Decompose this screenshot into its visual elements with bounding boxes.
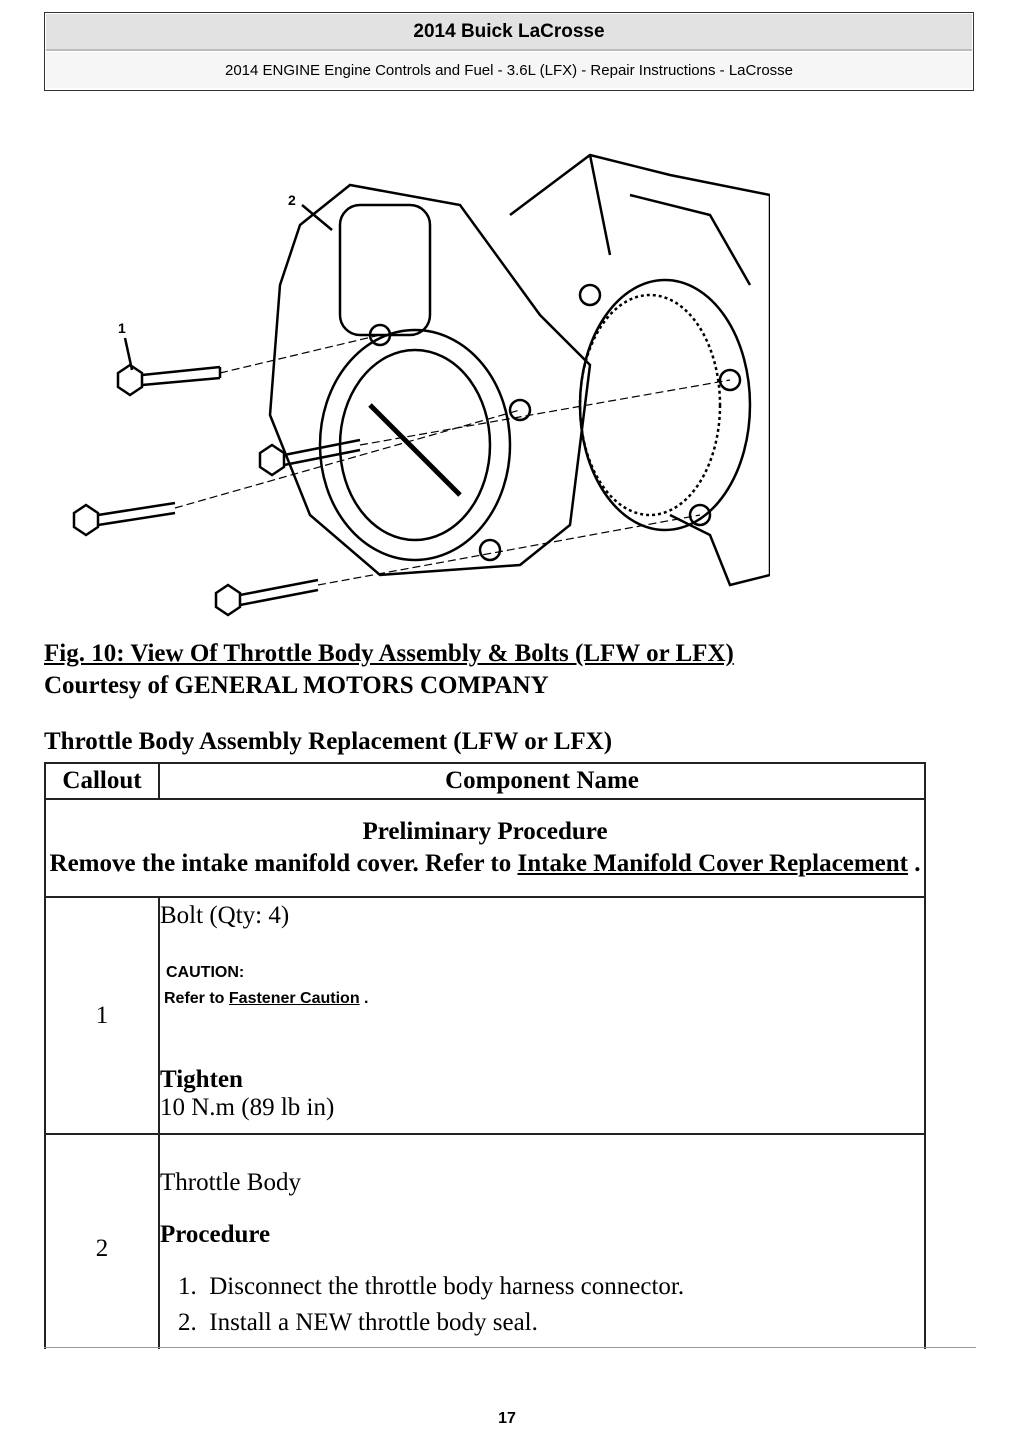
table-row: 1 Bolt (Qty: 4) CAUTION: Refer to Fasten… bbox=[44, 896, 926, 1135]
procedure-table: Callout Component Name Preliminary Proce… bbox=[44, 762, 926, 1365]
intake-manifold-link[interactable]: Intake Manifold Cover Replacement bbox=[517, 850, 908, 877]
component-cell: Bolt (Qty: 4) CAUTION: Refer to Fastener… bbox=[158, 896, 926, 1135]
callout-cell: 1 bbox=[44, 896, 160, 1135]
document-subtitle: 2014 ENGINE Engine Controls and Fuel - 3… bbox=[46, 51, 972, 88]
fastener-caution-link[interactable]: Fastener Caution bbox=[228, 990, 360, 1007]
callout-2-label: 2 bbox=[288, 192, 296, 208]
figure-courtesy: Courtesy of GENERAL MOTORS COMPANY bbox=[44, 672, 549, 699]
throttle-body-diagram: 2 1 bbox=[72, 153, 770, 617]
bolt-icon bbox=[116, 363, 222, 397]
torque-value: 10 N.m (89 lb in) bbox=[160, 1094, 335, 1121]
component-name: Throttle Body bbox=[160, 1169, 301, 1196]
callout-1-label: 1 bbox=[118, 320, 126, 336]
page-cut-line bbox=[44, 1347, 976, 1348]
tighten-label: Tighten bbox=[160, 1066, 243, 1093]
step-1: Disconnect the throttle body harness con… bbox=[209, 1273, 685, 1300]
table-row: 2 Throttle Body Procedure 1. Disconnect … bbox=[44, 1133, 926, 1365]
component-name: Bolt (Qty: 4) bbox=[160, 902, 290, 929]
document-header: 2014 Buick LaCrosse 2014 ENGINE Engine C… bbox=[44, 12, 974, 91]
callout-cell: 2 bbox=[44, 1133, 160, 1365]
step-2: Install a NEW throttle body seal. bbox=[209, 1309, 538, 1336]
section-title: Throttle Body Assembly Replacement (LFW … bbox=[44, 728, 613, 755]
preliminary-procedure: Preliminary Procedure Remove the intake … bbox=[44, 798, 926, 898]
header-component-name: Component Name bbox=[158, 762, 926, 800]
caution-label: CAUTION: bbox=[166, 964, 245, 981]
figure-caption: Fig. 10: View Of Throttle Body Assembly … bbox=[44, 640, 734, 667]
procedure-label: Procedure bbox=[160, 1221, 271, 1248]
header-callout: Callout bbox=[44, 762, 160, 800]
page-number: 17 bbox=[498, 1410, 516, 1427]
vehicle-title: 2014 Buick LaCrosse bbox=[46, 14, 972, 51]
component-cell: Throttle Body Procedure 1. Disconnect th… bbox=[158, 1133, 926, 1365]
page-cutoff bbox=[0, 1349, 1014, 1409]
